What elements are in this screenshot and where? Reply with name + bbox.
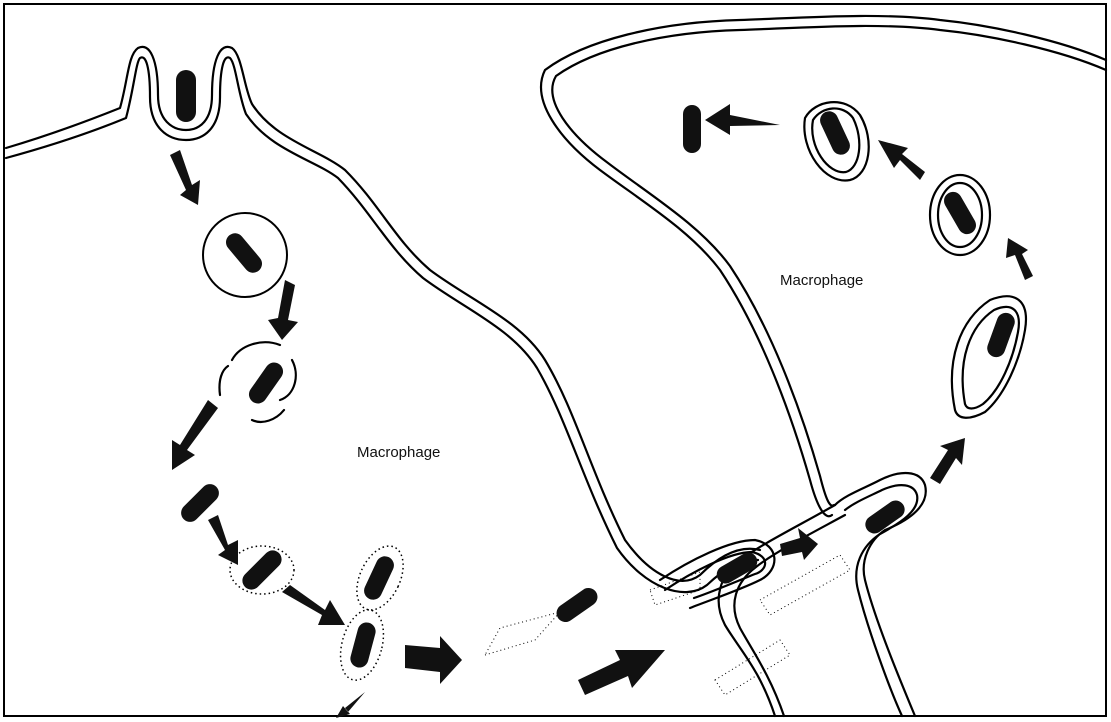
left-macrophage-membrane <box>6 47 760 592</box>
vacuole <box>930 175 990 255</box>
arrow-icon <box>208 515 238 565</box>
bacterium-actin-tail <box>230 546 294 594</box>
arrow-icon <box>405 636 462 684</box>
bacterium <box>683 105 701 153</box>
arrow-icon <box>878 140 925 180</box>
ruptured-phagosome <box>219 342 295 422</box>
arrow-icon <box>578 650 665 695</box>
dividing-bacterium <box>333 539 412 685</box>
arrow-icon <box>282 585 345 625</box>
arrow-icon <box>705 104 780 135</box>
arrow-icon <box>1006 238 1033 280</box>
vacuole <box>952 296 1026 418</box>
macrophage-left-label: Macrophage <box>357 444 440 461</box>
bacterium <box>176 70 196 122</box>
macrophage-right-label: Macrophage <box>780 272 863 289</box>
arrow-icon <box>268 280 298 340</box>
arrows <box>170 104 1033 718</box>
phagosome <box>203 213 287 297</box>
actin-comet <box>485 584 601 655</box>
arrow-icon <box>930 438 965 484</box>
double-membrane-vacuole <box>715 497 908 695</box>
arrow-icon <box>336 692 365 718</box>
vacuole <box>804 102 868 180</box>
arrow-icon <box>170 150 200 205</box>
frame <box>4 4 1106 716</box>
arrow-icon <box>172 400 218 470</box>
